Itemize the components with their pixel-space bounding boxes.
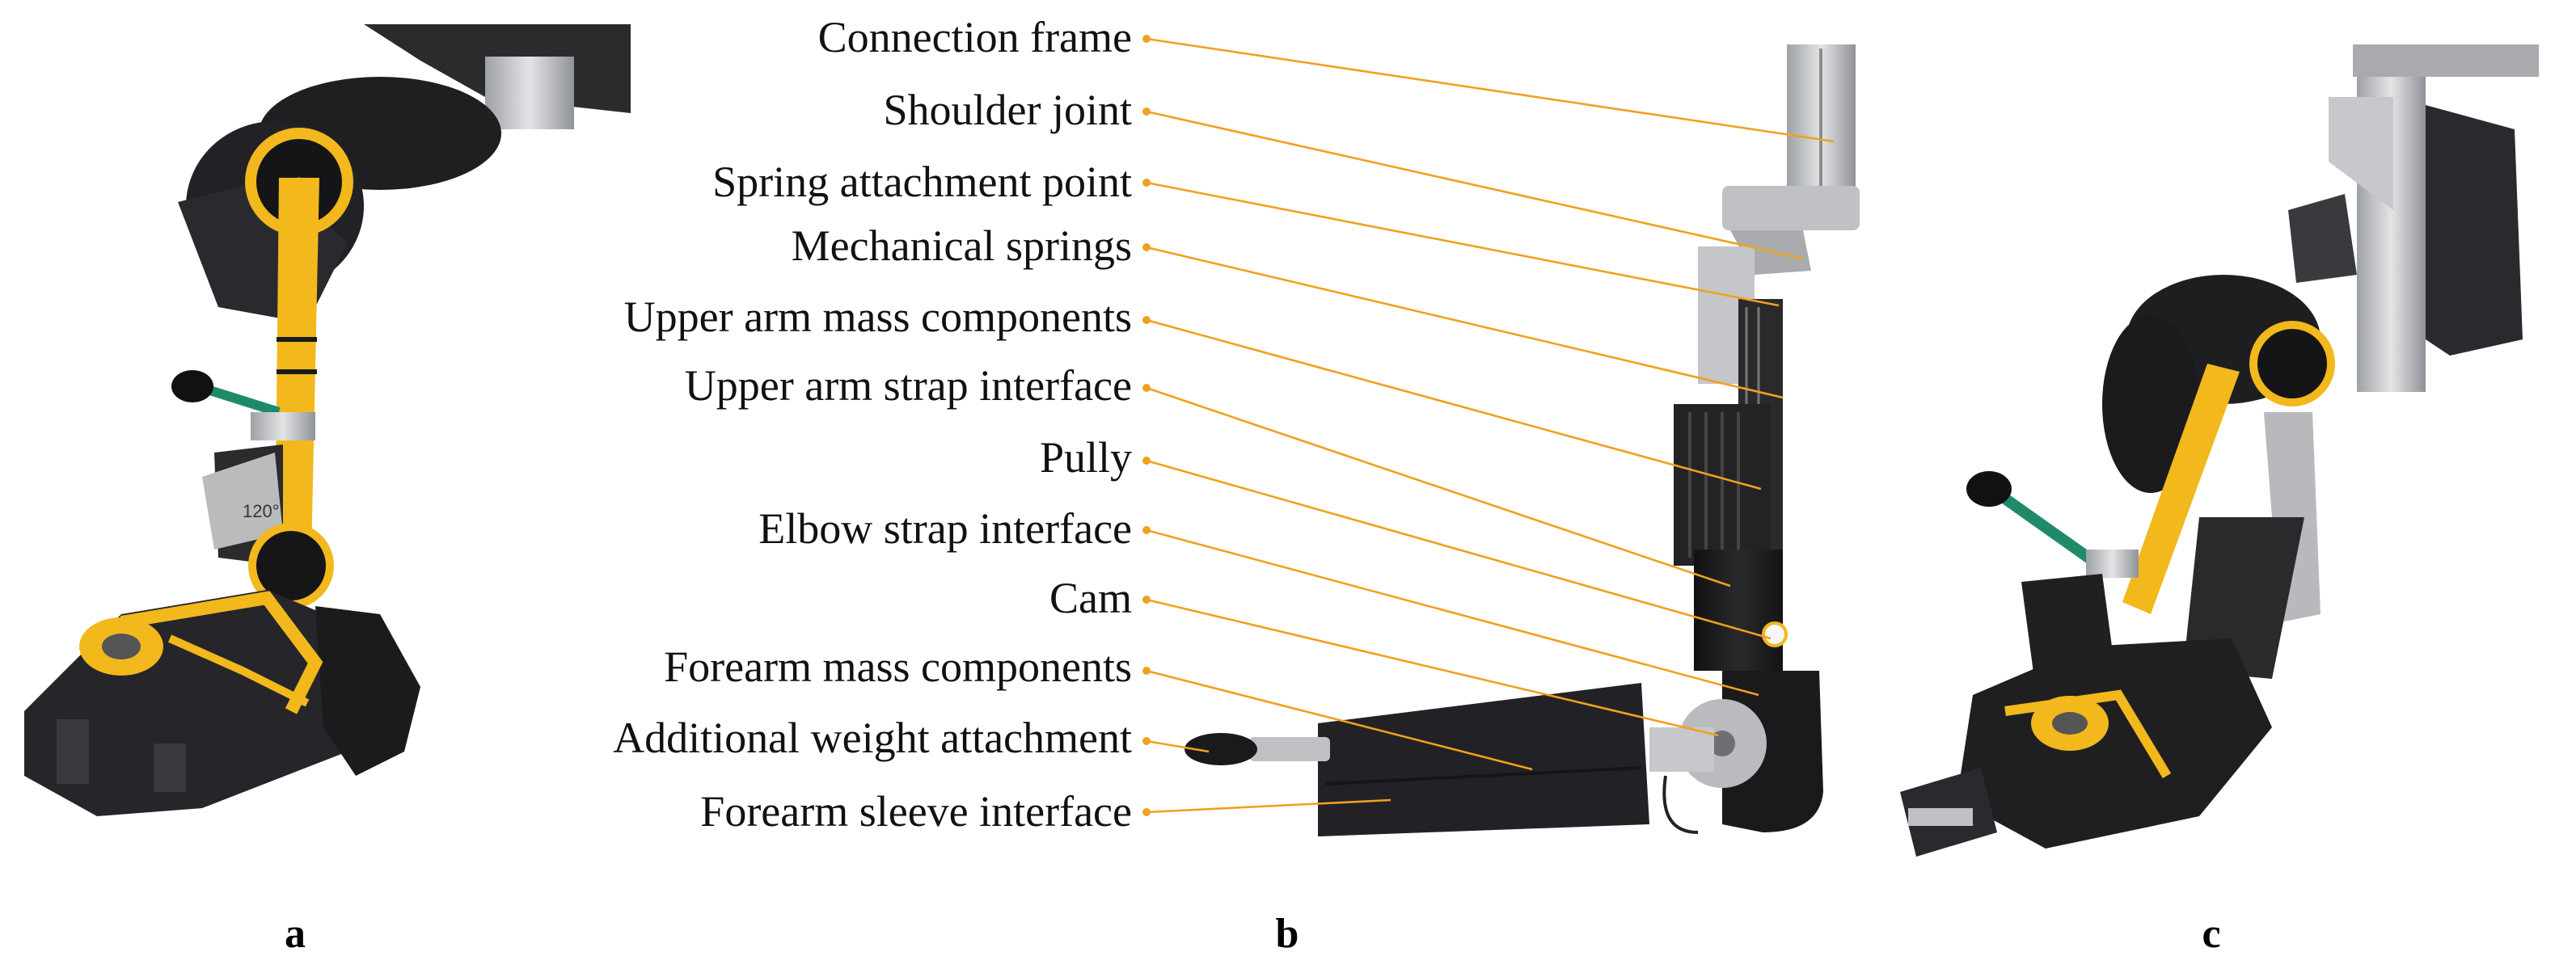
- frame-column: [2357, 44, 2426, 392]
- leader-line-upper-arm-mass-components: [1146, 318, 1762, 491]
- wrist-rotator-cap: [2052, 712, 2088, 735]
- handle-shaft: [201, 383, 281, 417]
- callout-label-spring-attachment-point: Spring attachment point: [712, 158, 1132, 206]
- strap-buckle: [57, 719, 89, 784]
- handle-clamp: [2086, 550, 2139, 578]
- callout-label-connection-frame: Connection frame: [818, 13, 1132, 61]
- callout-label-pully: Pully: [1040, 433, 1132, 482]
- yellow-arm-bar: [2122, 364, 2240, 614]
- handle-shaft: [1993, 488, 2098, 567]
- panel-b-photo: [1185, 44, 1860, 836]
- forearm-seam: [1325, 766, 1642, 786]
- upper-arm-mass-block: [2183, 517, 2304, 679]
- panel-letter-b: b: [1276, 911, 1299, 957]
- forearm-yellow-brace: [120, 591, 323, 714]
- handle-clamp: [251, 412, 315, 440]
- callout-label-forearm-sleeve-interface: Forearm sleeve interface: [700, 787, 1132, 836]
- panel-letter-a: a: [285, 911, 306, 957]
- weight-attachment-tip: [1185, 733, 1257, 765]
- callout-labels: Connection frame Shoulder joint Spring a…: [613, 13, 1132, 836]
- callout-label-cam: Cam: [1049, 574, 1132, 622]
- forearm-sleeve: [1957, 638, 2272, 849]
- leader-line-upper-arm-strap-interface: [1146, 386, 1731, 588]
- cable: [1662, 775, 1699, 834]
- mount-module: [2426, 105, 2523, 356]
- yellow-arm-bar: [275, 178, 319, 558]
- leader-line-shoulder-joint: [1146, 110, 1804, 260]
- callout-label-upper-arm-strap-interface: Upper arm strap interface: [685, 361, 1132, 410]
- panel-letter-c: c: [2202, 911, 2220, 957]
- callout-label-upper-arm-mass-components: Upper arm mass components: [624, 293, 1132, 341]
- wrist-rotator-cap: [102, 634, 141, 659]
- angle-marking: 120°: [243, 501, 280, 521]
- panel-a-photo: 120°: [24, 24, 631, 816]
- leader-line-pully: [1146, 459, 1772, 640]
- cam-bracket: [1649, 727, 1714, 772]
- callout-label-additional-weight-attachment: Additional weight attachment: [613, 714, 1132, 762]
- frame-gusset: [2329, 97, 2393, 210]
- leader-line-mechanical-springs: [1146, 246, 1784, 399]
- wrist-brace: [167, 634, 310, 707]
- warning-plate: [2288, 194, 2357, 283]
- callout-label-elbow-strap-interface: Elbow strap interface: [758, 504, 1132, 553]
- cam-hub: [1709, 731, 1735, 756]
- weight-attachment-rod: [1249, 737, 1330, 761]
- leader-line-forearm-sleeve-interface: [1146, 798, 1391, 814]
- leader-line-forearm-mass-components: [1146, 669, 1533, 771]
- callout-label-mechanical-springs: Mechanical springs: [792, 221, 1132, 270]
- callout-leader-lines: [1142, 35, 1835, 816]
- angle-plate: [202, 453, 283, 550]
- leader-line-elbow-strap-interface: [1146, 529, 1759, 697]
- handle-knob: [171, 370, 213, 402]
- callout-label-forearm-mass-components: Forearm mass components: [664, 642, 1132, 691]
- mount-bracket: [485, 57, 574, 129]
- weight-attachment-rod: [1908, 808, 1973, 826]
- leader-line-additional-weight-attachment: [1146, 739, 1210, 753]
- leader-line-connection-frame: [1146, 37, 1835, 143]
- panel-c-photo: [1900, 44, 2539, 857]
- leader-line-spring-attachment-point: [1146, 181, 1780, 307]
- forearm-yellow-brace: [2004, 689, 2172, 779]
- pulley: [1762, 621, 1788, 647]
- callout-label-shoulder-joint: Shoulder joint: [884, 86, 1133, 134]
- forearm-sleeve: [1318, 683, 1649, 836]
- frame-bracket: [1722, 186, 1860, 230]
- shoulder-joint-disc: [2249, 321, 2335, 406]
- leader-line-cam: [1146, 598, 1719, 737]
- upper-arm-strap: [1694, 550, 1783, 671]
- side-pad: [2102, 315, 2199, 493]
- frame-top-bar: [2353, 44, 2539, 77]
- strap-buckle: [154, 743, 186, 792]
- forearm-side-pad: [315, 606, 420, 776]
- handle-knob: [1966, 471, 2012, 507]
